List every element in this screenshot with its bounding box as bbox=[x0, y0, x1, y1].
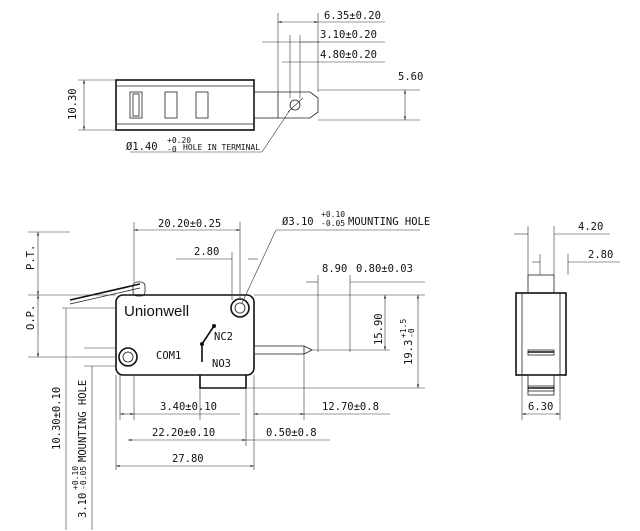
dim-15-90: 15.90 bbox=[373, 313, 385, 345]
top-view-slot bbox=[164, 91, 178, 119]
dim-2-80-side: 2.80 bbox=[588, 249, 613, 261]
front-view-body bbox=[115, 294, 255, 376]
hole-note-prefix: Ø1.40 bbox=[126, 141, 158, 153]
dim-12-70: 12.70±0.8 bbox=[322, 401, 379, 413]
dim-5-60: 5.60 bbox=[398, 71, 423, 83]
mount-note-suffix: MOUNTING HOLE bbox=[348, 216, 430, 228]
mounting-hole-top bbox=[230, 298, 250, 318]
dim-10-30-front: 10.30±0.10 bbox=[51, 387, 63, 450]
actuator-lever bbox=[69, 283, 141, 301]
brand-logo: Unionwell bbox=[124, 303, 189, 320]
mount-note-tol-upper: +0.10 bbox=[321, 210, 345, 219]
dim-0-50: 0.50±0.8 bbox=[266, 427, 317, 439]
dim-19-3-upper: +1.5 bbox=[399, 319, 408, 338]
terminal-hole bbox=[289, 99, 301, 111]
mounting-hole-bottom bbox=[118, 347, 138, 367]
label-com: COM1 bbox=[156, 350, 181, 362]
hole-note-tol-lower: -0 bbox=[167, 145, 177, 154]
dim-3-10: 3.10±0.20 bbox=[320, 29, 377, 41]
dim-0-80: 0.80±0.03 bbox=[356, 263, 413, 275]
dim-8-90: 8.90 bbox=[322, 263, 347, 275]
dim-3-10-mount-upper: +0.10 bbox=[71, 466, 80, 490]
top-view: 6.35±0.20 3.10±0.20 4.80±0.20 5.60 10.30… bbox=[67, 10, 423, 154]
dim-10-30-top: 10.30 bbox=[67, 88, 79, 120]
dim-19-3-base: 19.3 bbox=[403, 340, 415, 365]
hole-note-suffix: HOLE IN TERMINAL bbox=[183, 143, 260, 152]
side-view: 4.20 2.80 6.30 bbox=[514, 221, 620, 420]
dim-6-30: 6.30 bbox=[528, 401, 553, 413]
dim-20-20: 20.20±0.25 bbox=[158, 218, 221, 230]
hole-note-tol-upper: +0.20 bbox=[167, 136, 191, 145]
dim-19-3-lower: -0 bbox=[407, 328, 416, 338]
mount-note-tol-lower: -0.05 bbox=[321, 219, 345, 228]
dim-27-80: 27.80 bbox=[172, 453, 204, 465]
front-view: Unionwell NC2 COM1 NO3 20.20±0.25 2.80 Ø… bbox=[25, 210, 430, 530]
top-view-body bbox=[115, 79, 255, 131]
label-no: NO3 bbox=[212, 358, 231, 370]
label-pt: P.T. bbox=[25, 245, 37, 270]
dim-3-10-mount-lower: -0.05 bbox=[79, 466, 88, 490]
dim-6-35: 6.35±0.20 bbox=[324, 10, 381, 22]
dim-3-10-mount-suffix: MOUNTING HOLE bbox=[77, 380, 89, 462]
side-view-body bbox=[515, 292, 567, 376]
dim-4-80: 4.80±0.20 bbox=[320, 49, 377, 61]
label-nc: NC2 bbox=[214, 331, 233, 343]
dim-2-80-front: 2.80 bbox=[194, 246, 219, 258]
top-view-slot bbox=[129, 91, 143, 119]
dim-4-20: 4.20 bbox=[578, 221, 603, 233]
mount-note-prefix: Ø3.10 bbox=[282, 216, 314, 228]
dim-22-20: 22.20±0.10 bbox=[152, 427, 215, 439]
label-op: O.P. bbox=[25, 305, 37, 330]
dim-3-40: 3.40±0.10 bbox=[160, 401, 217, 413]
dim-3-10-mount-prefix: 3.10 bbox=[77, 493, 89, 518]
top-view-slot bbox=[195, 91, 209, 119]
